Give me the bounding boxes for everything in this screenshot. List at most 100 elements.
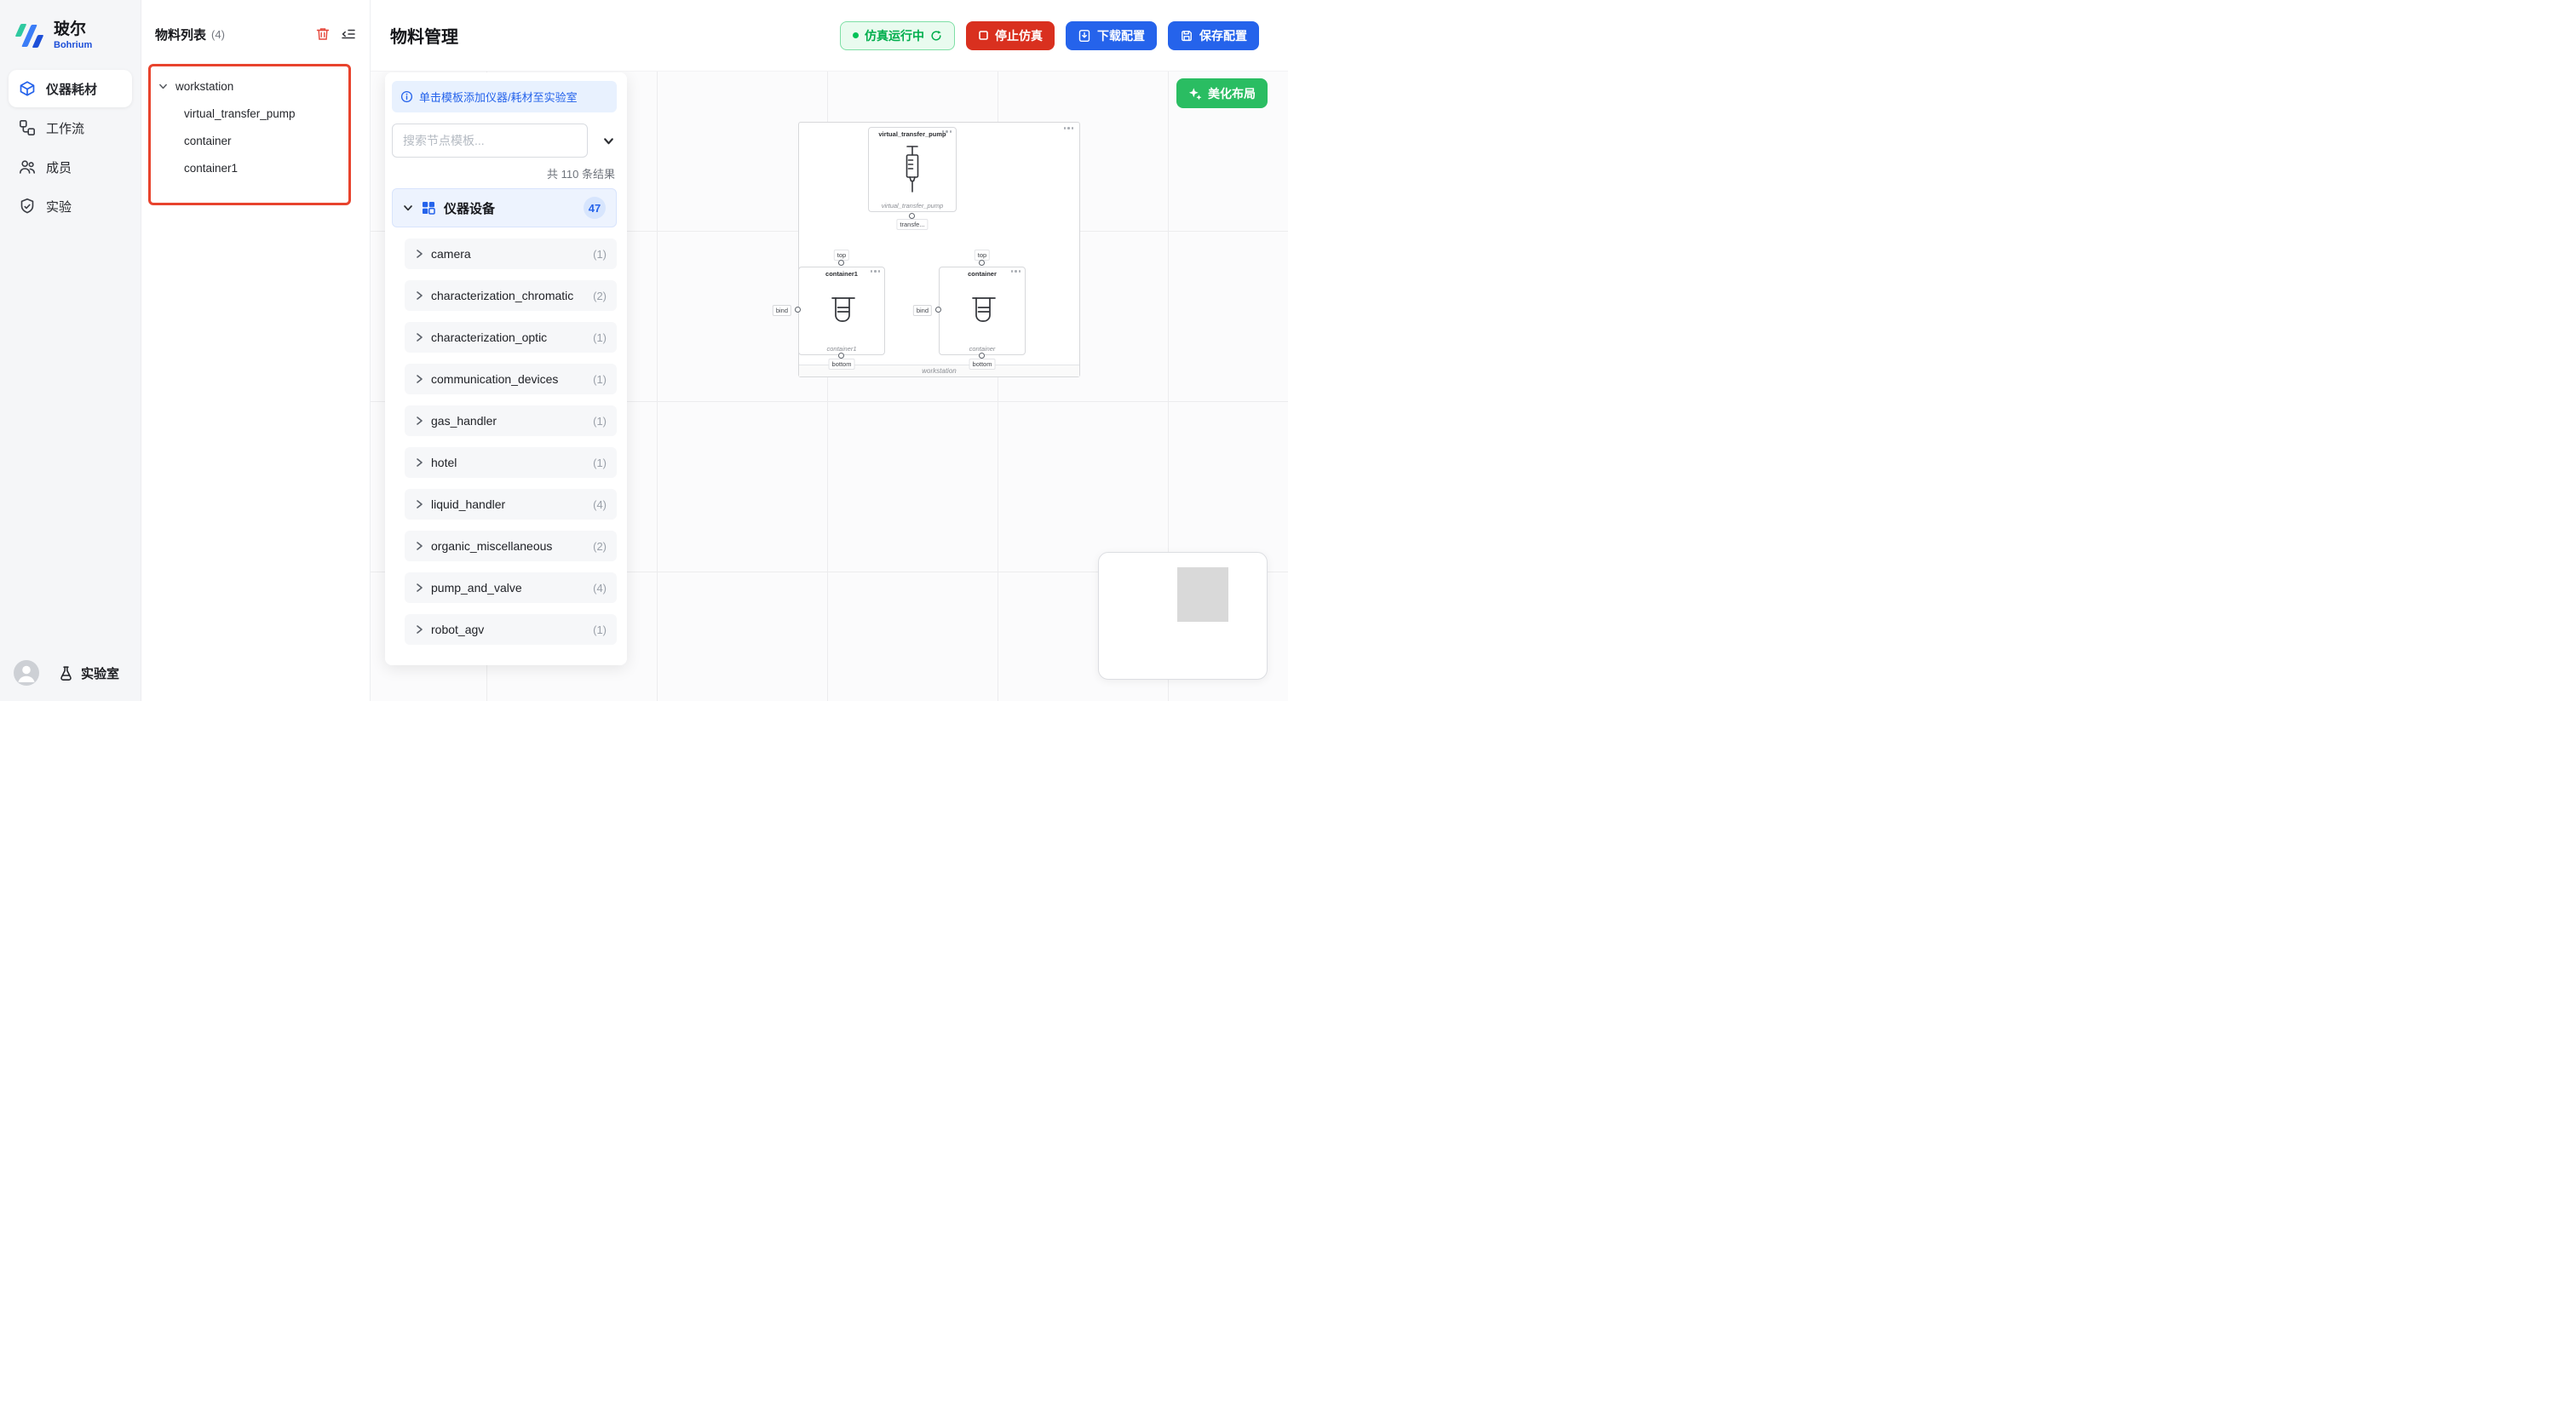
header-actions: 仿真运行中 停止仿真 下载配置 — [840, 20, 1259, 50]
template-item-count: (2) — [593, 289, 607, 302]
save-label: 保存配置 — [1199, 28, 1247, 43]
lab-switcher[interactable]: 实验室 — [58, 664, 119, 682]
chevron-right-icon — [415, 499, 423, 509]
simulation-status-button[interactable]: 仿真运行中 — [840, 20, 955, 50]
sidebar-footer: 实验室 — [0, 648, 141, 701]
sidebar-item-label: 仪器耗材 — [46, 82, 98, 97]
template-item-label: hotel — [431, 456, 457, 469]
container-bottom-port[interactable] — [979, 353, 985, 359]
download-config-button[interactable]: 下载配置 — [1066, 20, 1157, 50]
chevron-down-icon — [158, 82, 168, 91]
node-container1[interactable]: container1 container1 — [798, 267, 885, 355]
tree-node-container1[interactable]: container1 — [184, 158, 370, 178]
save-config-button[interactable]: 保存配置 — [1168, 20, 1259, 50]
material-tree: workstation virtual_transfer_pump contai… — [141, 55, 370, 178]
container-top-port[interactable] — [979, 260, 985, 266]
template-item-organic-miscellaneous[interactable]: organic_miscellaneous (2) — [405, 531, 617, 561]
template-item-characterization-chromatic[interactable]: characterization_chromatic (2) — [405, 280, 617, 311]
material-list-title: 物料列表 — [155, 27, 207, 43]
collapse-list-icon[interactable] — [341, 26, 356, 42]
template-item-count: (4) — [593, 581, 607, 595]
sidebar-item-instruments[interactable]: 仪器耗材 — [9, 70, 132, 107]
bottom-port-label: bottom — [969, 359, 996, 370]
material-list-panel: 物料列表 (4) workstation virtual_transfer_pu… — [141, 0, 371, 701]
template-item-liquid-handler[interactable]: liquid_handler (4) — [405, 489, 617, 520]
sidebar-nav: 仪器耗材 工作流 成员 实验 — [0, 70, 141, 225]
lab-label: 实验室 — [81, 666, 120, 681]
chevron-right-icon — [415, 290, 423, 301]
template-item-gas-handler[interactable]: gas_handler (1) — [405, 405, 617, 436]
collapse-panel-chevron-icon[interactable] — [602, 135, 615, 147]
bohrium-logo-icon — [12, 19, 46, 53]
sidebar-item-members[interactable]: 成员 — [9, 148, 132, 186]
template-item-list: camera (1) characterization_chromatic (2… — [392, 238, 617, 645]
delete-trash-icon[interactable] — [315, 26, 331, 42]
sidebar-item-label: 实验 — [46, 199, 72, 215]
template-item-label: characterization_optic — [431, 330, 548, 344]
template-item-communication-devices[interactable]: communication_devices (1) — [405, 364, 617, 394]
minimap-viewport[interactable] — [1177, 567, 1228, 622]
template-item-robot-agv[interactable]: robot_agv (1) — [405, 614, 617, 645]
sidebar-item-experiments[interactable]: 实验 — [9, 187, 132, 225]
main-header: 物料管理 仿真运行中 停止仿真 — [371, 0, 1288, 72]
node-more-menu-icon[interactable] — [1009, 267, 1024, 275]
brand-name: 玻尔 — [54, 20, 87, 39]
chevron-right-icon — [415, 249, 423, 259]
chevron-right-icon — [415, 374, 423, 384]
beaker-icon — [940, 278, 1025, 344]
template-item-hotel[interactable]: hotel (1) — [405, 447, 617, 478]
template-item-label: organic_miscellaneous — [431, 539, 553, 553]
info-icon — [400, 90, 413, 103]
material-list-count: (4) — [211, 27, 225, 41]
chevron-right-icon — [415, 332, 423, 342]
template-item-count: (1) — [593, 372, 607, 386]
template-item-count: (1) — [593, 330, 607, 344]
container1-bottom-port[interactable] — [838, 353, 844, 359]
user-avatar[interactable] — [14, 660, 39, 686]
search-input[interactable] — [392, 124, 588, 158]
sidebar: 玻尔 Bohrium 仪器耗材 工作流 成员 — [0, 0, 141, 701]
status-dot-icon — [853, 32, 859, 38]
template-item-camera[interactable]: camera (1) — [405, 238, 617, 269]
container1-bind-port[interactable] — [795, 307, 801, 313]
beautify-layout-button[interactable]: 美化布局 — [1176, 78, 1268, 108]
sidebar-item-workflow[interactable]: 工作流 — [9, 109, 132, 147]
cube-icon — [19, 80, 36, 97]
tree-node-container[interactable]: container — [184, 131, 370, 151]
stop-label: 停止仿真 — [995, 28, 1043, 43]
template-item-count: (4) — [593, 497, 607, 511]
group-more-menu-icon[interactable] — [1061, 124, 1077, 132]
tree-node-pump[interactable]: virtual_transfer_pump — [184, 104, 370, 124]
template-item-count: (1) — [593, 414, 607, 428]
template-item-pump-and-valve[interactable]: pump_and_valve (4) — [405, 572, 617, 603]
pump-bottom-port[interactable] — [909, 213, 915, 219]
stop-simulation-button[interactable]: 停止仿真 — [966, 20, 1055, 50]
download-icon — [1078, 29, 1091, 43]
grid-icon — [421, 200, 436, 215]
node-more-menu-icon[interactable] — [940, 128, 955, 135]
minimap[interactable] — [1098, 552, 1268, 680]
category-instruments[interactable]: 仪器设备 47 — [392, 188, 617, 227]
beaker-icon — [799, 278, 884, 344]
beautify-label: 美化布局 — [1208, 86, 1256, 101]
app-window: 玻尔 Bohrium 仪器耗材 工作流 成员 — [0, 0, 1288, 701]
brand-subtitle: Bohrium — [54, 39, 93, 50]
chevron-right-icon — [415, 416, 423, 426]
tree-node-workstation[interactable]: workstation — [158, 75, 370, 97]
node-more-menu-icon[interactable] — [868, 267, 883, 275]
save-floppy-icon — [1180, 29, 1193, 43]
stop-square-icon — [978, 30, 989, 41]
node-sublabel: container1 — [826, 345, 857, 353]
chevron-right-icon — [415, 583, 423, 593]
node-container[interactable]: container container — [939, 267, 1026, 355]
node-sublabel: virtual_transfer_pump — [881, 202, 944, 210]
search-row — [392, 124, 617, 158]
template-item-characterization-optic[interactable]: characterization_optic (1) — [405, 322, 617, 353]
template-item-label: communication_devices — [431, 372, 559, 386]
node-sublabel: container — [969, 345, 996, 353]
node-title: virtual_transfer_pump — [878, 130, 946, 138]
sidebar-item-label: 工作流 — [46, 121, 85, 136]
container-bind-port[interactable] — [935, 307, 941, 313]
node-virtual-transfer-pump[interactable]: virtual_transfer_pump virtual_transfer_p… — [868, 127, 957, 212]
container1-top-port[interactable] — [838, 260, 844, 266]
